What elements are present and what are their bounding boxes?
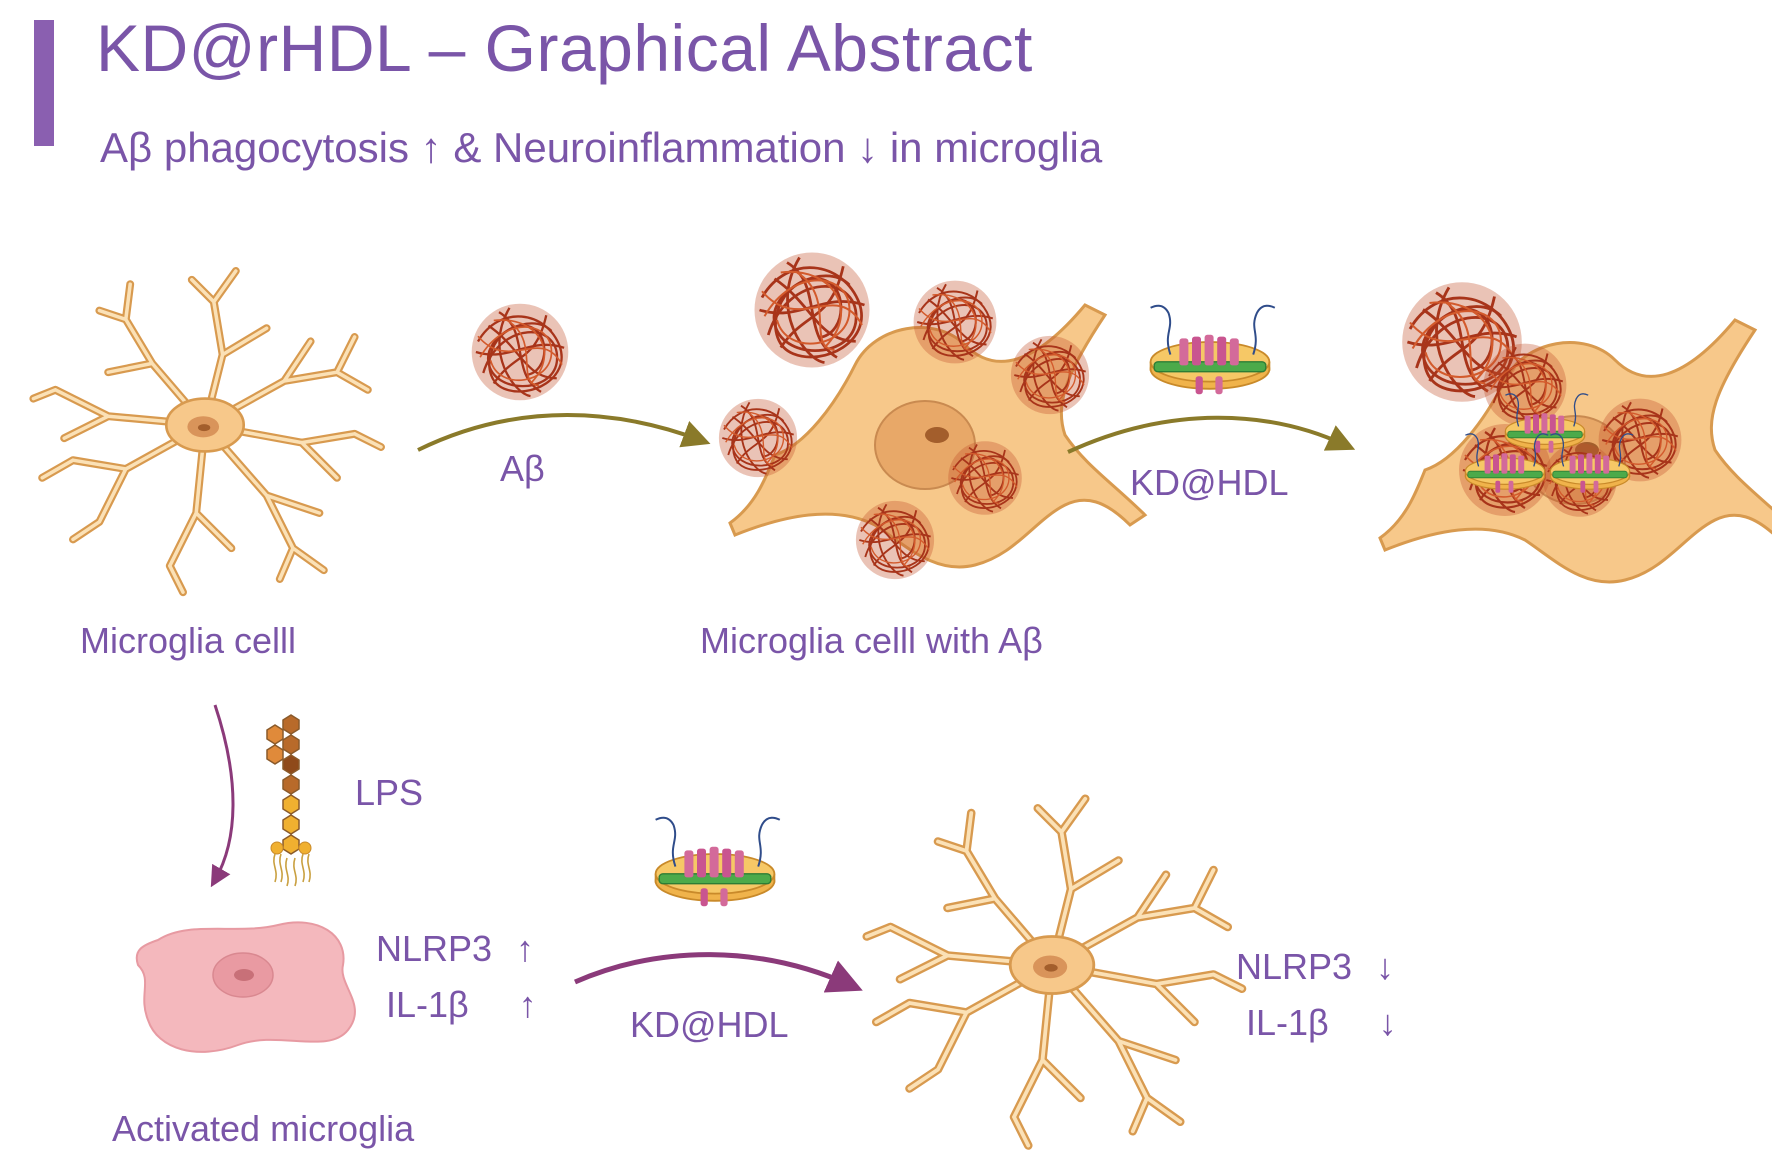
marker-name: IL-1β [1246, 1002, 1329, 1043]
amyloid-label: Aβ [500, 448, 545, 489]
marker-before-il1b: IL-1β ↑ [386, 984, 537, 1026]
lps-label: LPS [355, 772, 424, 813]
treatment-arrow-bottom [574, 952, 863, 993]
restored-microglia-cell [867, 799, 1242, 1146]
marker-after-nlrp3: NLRP3 ↓ [1236, 946, 1394, 988]
amyloid-fibril-icon [470, 302, 570, 402]
page-subtitle: Aβ phagocytosis ↑ & Neuroinflammation ↓ … [100, 124, 1103, 171]
up-arrow-icon: ↑ [516, 928, 535, 969]
resting-microglia-cell [33, 271, 381, 592]
treatment-label-top: KD@HDL [1130, 462, 1289, 503]
title-accent-bar [34, 20, 54, 146]
marker-name: NLRP3 [376, 928, 493, 969]
microglia-phagocytosing-amyloid [1378, 280, 1772, 584]
amyloid-arrow [417, 413, 711, 452]
hdl-nanodisc-icon [1149, 304, 1276, 396]
treatment-arrow-top [1067, 415, 1356, 454]
marker-name: IL-1β [386, 984, 469, 1025]
page-title: KD@rHDL – Graphical Abstract [96, 11, 1033, 85]
marker-before-nlrp3: NLRP3 ↑ [376, 928, 534, 970]
activated-microglia-label: Activated microglia [112, 1108, 415, 1149]
up-arrow-icon: ↑ [518, 984, 537, 1025]
resting-cell-label: Microglia celll [80, 620, 297, 661]
treatment-label-bottom: KD@HDL [630, 1004, 789, 1045]
activated-microglia-cell [135, 921, 356, 1053]
microglia-with-amyloid [717, 251, 1147, 581]
lps-activation-arrow [210, 704, 235, 888]
hdl-nanodisc-icon [654, 816, 781, 908]
marker-name: NLRP3 [1236, 946, 1353, 987]
cell-with-amyloid-label: Microglia celll with Aβ [700, 620, 1043, 661]
down-arrow-icon: ↓ [1376, 946, 1395, 987]
marker-after-il1b: IL-1β ↓ [1246, 1002, 1397, 1044]
down-arrow-icon: ↓ [1378, 1002, 1397, 1043]
lps-molecule-icon [266, 714, 312, 887]
